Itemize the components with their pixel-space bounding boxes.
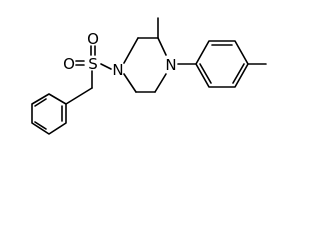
benzyl-ring: [31, 93, 67, 135]
tolyl-ring: [195, 40, 267, 88]
nitrogen-aryl-label: N: [165, 56, 176, 74]
benzyl-ring-outline: [31, 93, 67, 135]
oxygen-upper-label: O: [87, 30, 99, 48]
ch2-ring-bond: [65, 87, 93, 105]
tolyl-ring-outline: [195, 40, 249, 88]
piperazine-ring: [123, 17, 167, 93]
piperazine-bond-c3-n4: [157, 37, 167, 56]
benzyl-ring-inner-bond-3: [34, 98, 47, 107]
benzyl-ring-inner-bond-2: [34, 121, 47, 130]
molecule-canvas: O O S N N: [31, 17, 267, 135]
tolyl-ring-inner-bond-2: [232, 63, 245, 84]
piperazine-bond-n1-c2: [123, 37, 139, 64]
sulfonyl-bonds: [65, 45, 112, 105]
sulfur-label: S: [88, 55, 98, 73]
molecule-structure: O O S N N: [31, 17, 267, 135]
nitrogen-sulfonyl-label: N: [112, 61, 123, 79]
piperazine-bond-n4-c5: [154, 73, 167, 93]
piperazine-bond-c6-n1: [123, 73, 137, 93]
tolyl-ring-inner-bond-3: [199, 63, 212, 84]
s-n-bond: [100, 63, 112, 70]
oxygen-left-label: O: [63, 55, 75, 73]
